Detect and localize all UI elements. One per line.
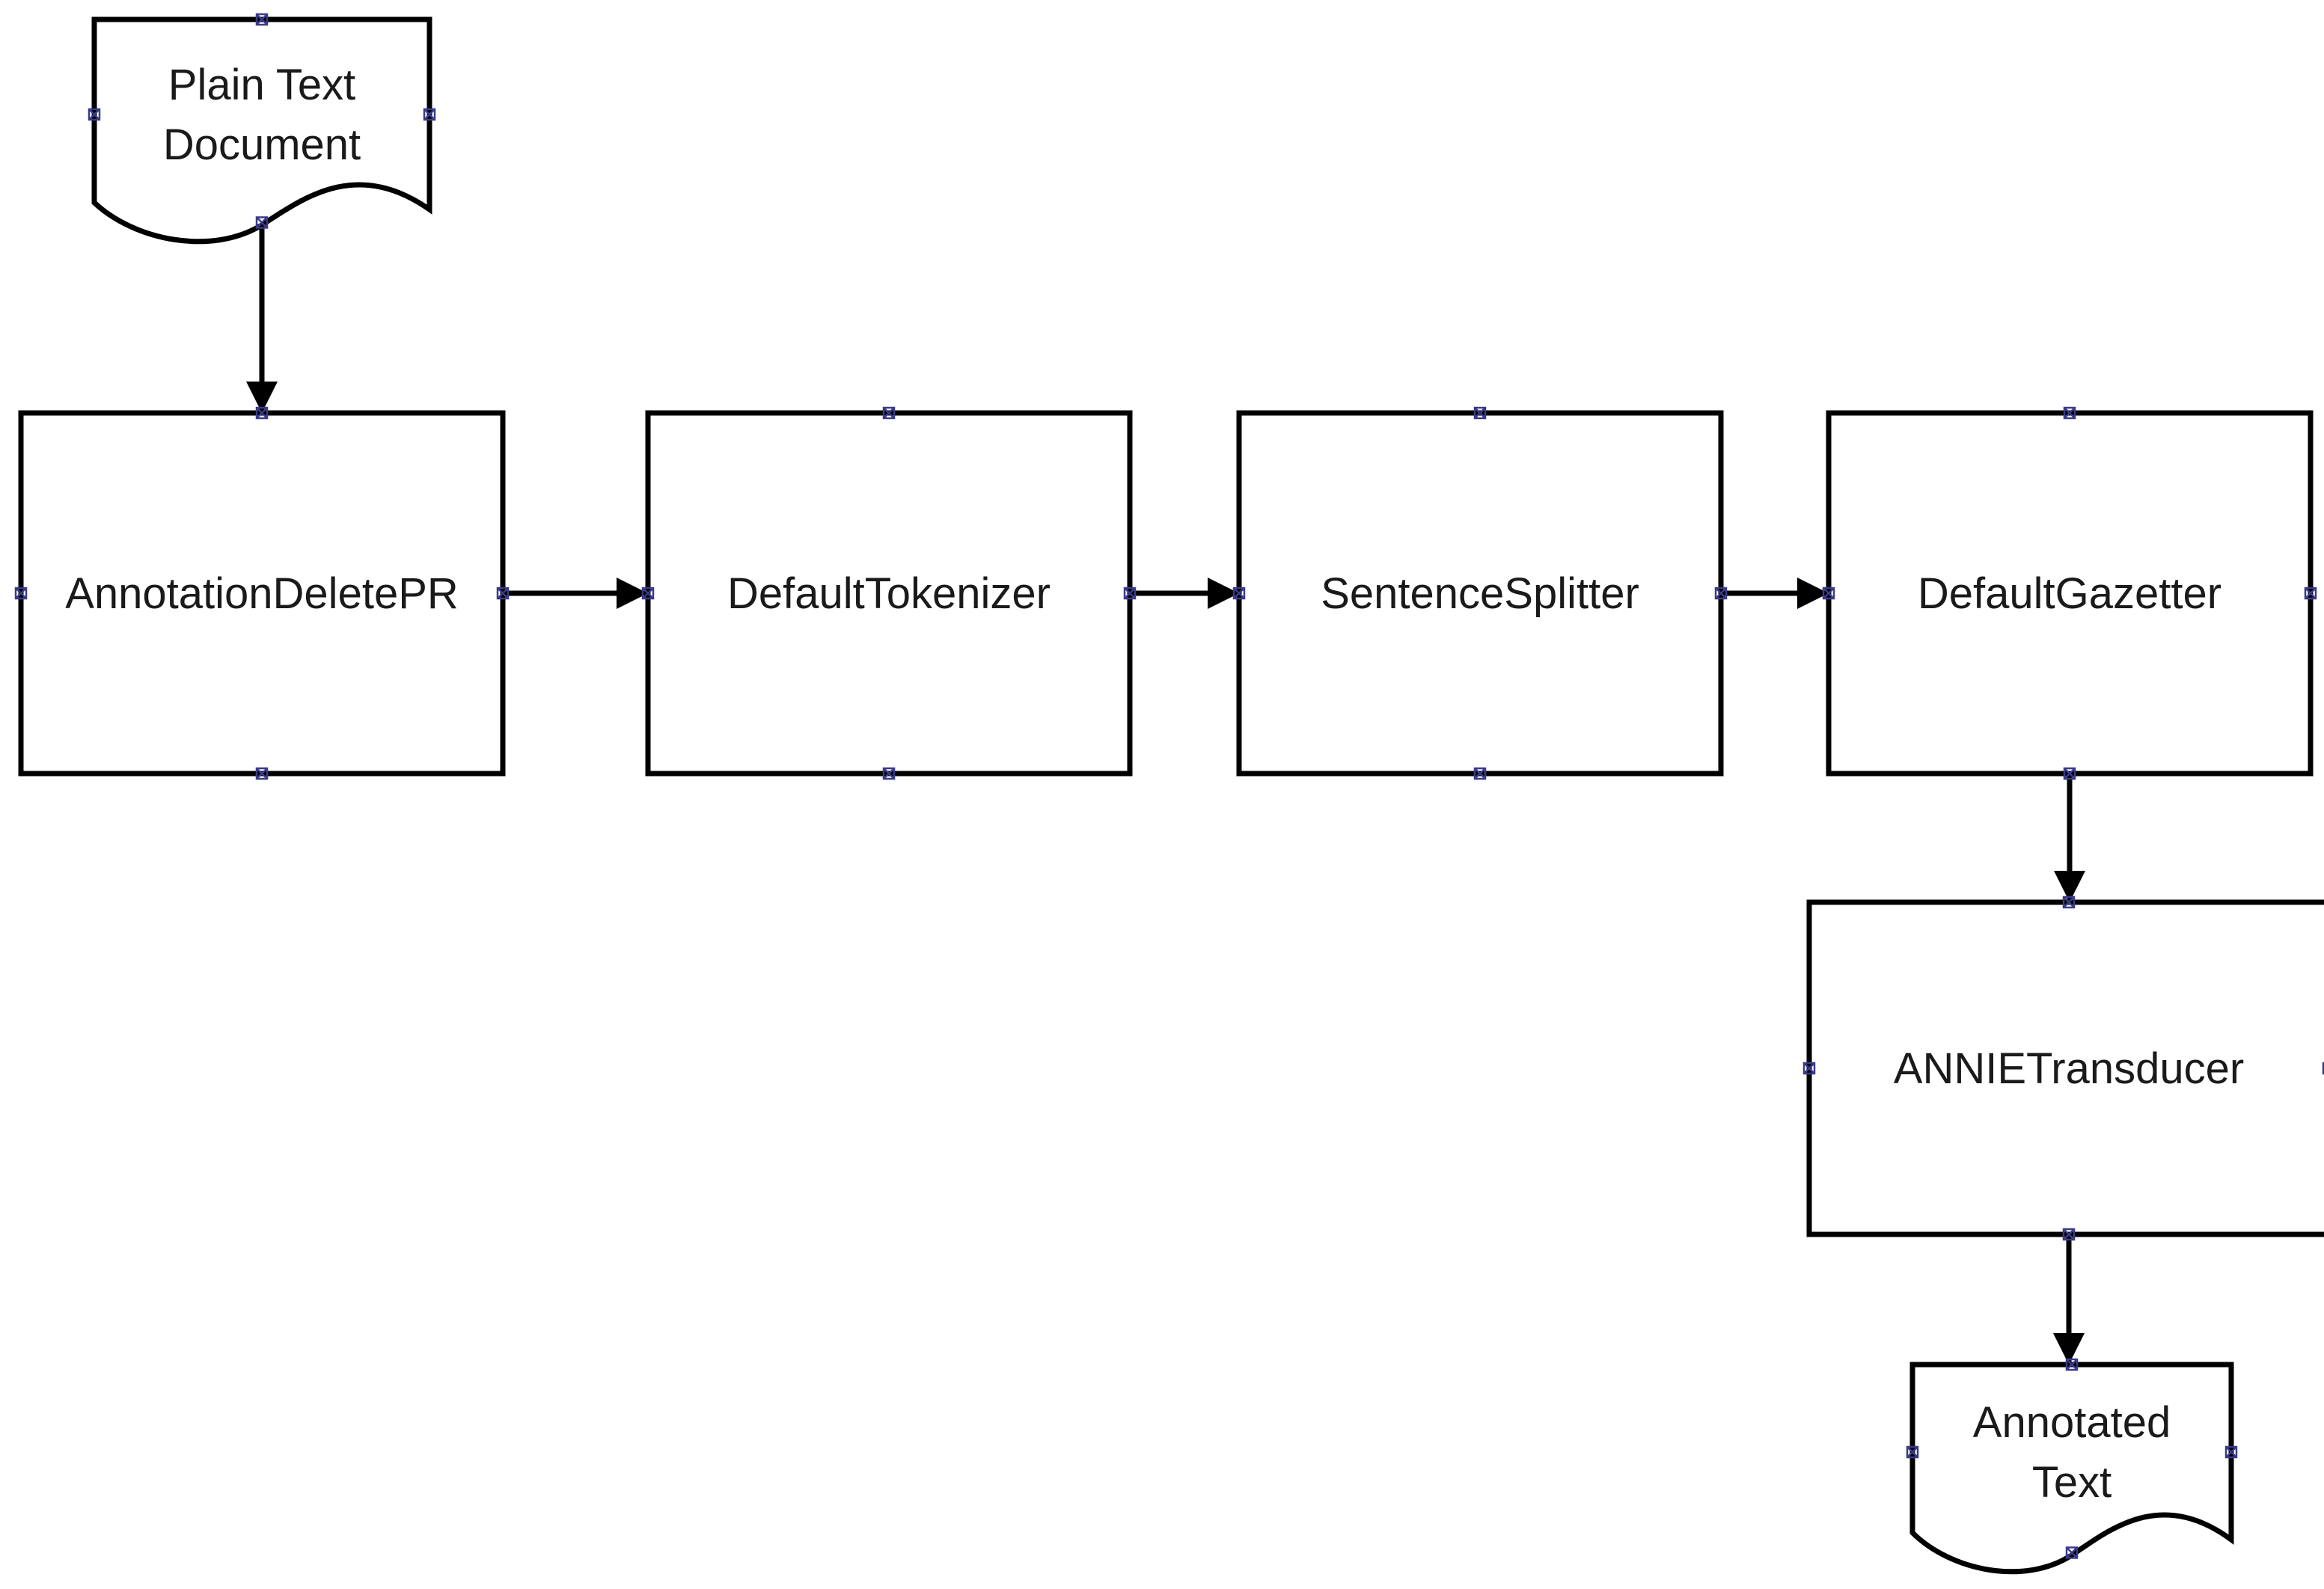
plain-text-document-label-line-1: Plain Text <box>168 61 355 109</box>
annotated-text-label-line-2: Text <box>2032 1458 2112 1507</box>
node-default-tokenizer[interactable]: DefaultTokenizer <box>641 406 1137 780</box>
connection-point-default-gazetter-left <box>1822 587 1835 600</box>
plain-text-document-label-line-2: Document <box>163 120 361 169</box>
connection-point-default-gazetter-top <box>2063 406 2076 420</box>
connection-point-default-tokenizer-left <box>641 587 655 600</box>
annotated-text-document-shape <box>1909 1362 2234 1575</box>
connection-point-default-gazetter-right <box>2304 587 2317 600</box>
sentence-splitter-label: SentenceSplitter <box>1321 569 1639 618</box>
connection-point-annie-transducer-left <box>1802 1062 1816 1075</box>
default-gazetter-label: DefaultGazetter <box>1918 569 2221 618</box>
plain-text-document-document-shape <box>91 16 432 245</box>
node-default-gazetter[interactable]: DefaultGazetter <box>1822 406 2317 780</box>
connection-point-annotation-delete-pr-left <box>14 587 28 600</box>
connection-point-sentence-splitter-left <box>1232 587 1246 600</box>
default-tokenizer-label: DefaultTokenizer <box>727 569 1051 618</box>
connection-point-default-tokenizer-right <box>1123 587 1137 600</box>
connection-point-default-tokenizer-top <box>882 406 896 420</box>
node-annotation-delete-pr[interactable]: AnnotationDeletePR <box>14 406 510 780</box>
connection-point-default-tokenizer-bottom <box>882 767 896 780</box>
connection-point-default-gazetter-bottom <box>2063 767 2076 780</box>
default-tokenizer-process-box <box>645 410 1133 777</box>
connection-point-annie-transducer-top <box>2062 895 2076 909</box>
connection-point-annotation-delete-pr-bottom <box>255 767 269 780</box>
connection-point-annotation-delete-pr-right <box>496 587 510 600</box>
annotated-text-label-line-1: Annotated <box>1973 1398 2171 1447</box>
default-gazetter-process-box <box>1826 410 2314 777</box>
node-sentence-splitter[interactable]: SentenceSplitter <box>1232 406 1728 780</box>
connection-point-annotated-text-bottom <box>2065 1546 2079 1559</box>
node-annie-transducer[interactable]: ANNIETransducer <box>1802 895 2324 1241</box>
connection-point-plain-text-document-left <box>88 108 101 121</box>
connection-point-sentence-splitter-right <box>1714 587 1728 600</box>
annie-transducer-label: ANNIETransducer <box>1894 1044 2244 1093</box>
connection-point-annie-transducer-right <box>2322 1062 2324 1075</box>
connection-point-annotation-delete-pr-top <box>255 406 269 420</box>
connection-point-annie-transducer-bottom <box>2062 1228 2076 1241</box>
connection-point-sentence-splitter-bottom <box>1473 767 1487 780</box>
connection-point-plain-text-document-bottom <box>255 216 269 229</box>
connection-point-annotated-text-top <box>2065 1358 2079 1371</box>
connection-point-annotated-text-left <box>1906 1445 1919 1459</box>
annotation-delete-pr-process-box <box>18 410 506 777</box>
connection-point-annotated-text-right <box>2224 1445 2238 1459</box>
connection-point-sentence-splitter-top <box>1473 406 1487 420</box>
annotation-delete-pr-label: AnnotationDeletePR <box>65 569 459 618</box>
connection-point-plain-text-document-top <box>255 13 269 26</box>
connection-point-plain-text-document-right <box>423 108 436 121</box>
